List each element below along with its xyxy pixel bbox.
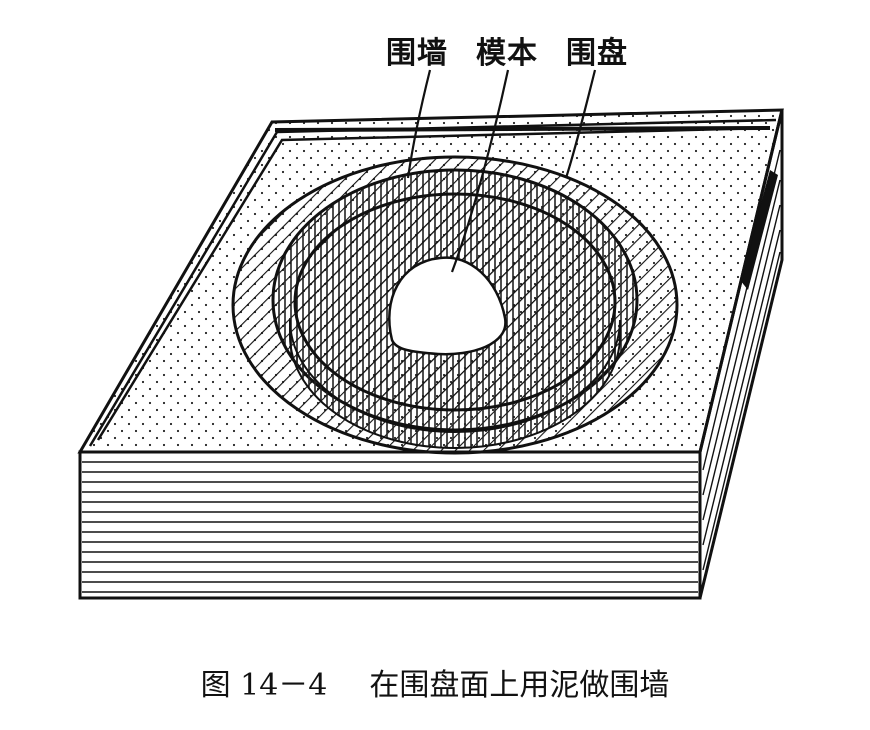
label-tray: 围盘 [566, 36, 628, 71]
caption-text: 在围盘面上用泥做围墙 [369, 668, 670, 703]
leader-tray [564, 69, 597, 179]
tray-rim [88, 118, 777, 447]
label-wall: 围墙 [386, 36, 448, 71]
callout-lines [406, 69, 597, 273]
figure-number: 图 14－4 [200, 668, 328, 703]
tray-front-face [78, 450, 702, 600]
leader-model [450, 69, 510, 273]
leader-wall [406, 69, 432, 179]
figure-caption: 图 14－4 在围盘面上用泥做围墙 [0, 660, 870, 704]
model-shape [388, 256, 507, 356]
wall-front-edge [289, 319, 621, 449]
label-model: 模本 [476, 36, 538, 71]
tray-right-face [698, 109, 784, 599]
